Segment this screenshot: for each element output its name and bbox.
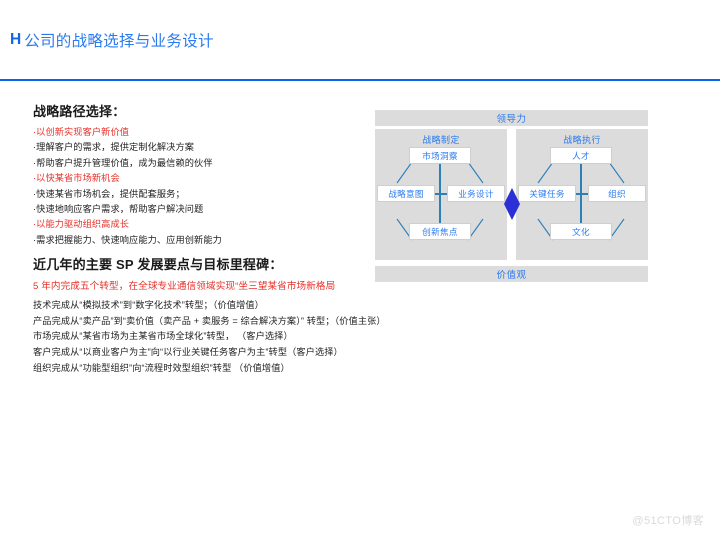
diagram-pane-strategy-development: 战略制定 市场洞察 战略意图 业务设计 创 xyxy=(375,129,507,260)
list-item: ·以能力驱动组织高成长 xyxy=(33,219,130,230)
list-item: 产品完成从“卖产品”到“卖价值（卖产品 + 卖服务 = 综合解决方案）” 转型；… xyxy=(33,315,386,326)
node-talent: 人才 xyxy=(550,147,612,164)
list-item: ·帮助客户提升管理价值，成为最信赖的伙伴 xyxy=(33,157,213,168)
list-item: 市场完成从“某省市场为主某省市场全球化”转型， （客户选择） xyxy=(33,331,293,342)
diamond-connector-icon xyxy=(504,188,520,220)
node-key-tasks: 关键任务 xyxy=(518,185,576,202)
node-culture: 文化 xyxy=(550,223,612,240)
node-market-insight: 市场洞察 xyxy=(409,147,471,164)
list-item: 组织完成从“功能型组织”向“流程时效型组织”转型 （价值增值） xyxy=(33,362,290,373)
page-title: H 公司的战略选择与业务设计 xyxy=(10,26,710,54)
list-item: 技术完成从“模拟技术”到“数字化技术”转型；（价值增值） xyxy=(33,300,264,311)
list-item: ·快速某省市场机会，提供配套服务； xyxy=(33,188,185,199)
node-strategic-intent: 战略意图 xyxy=(377,185,435,202)
diagram-band-leadership: 领导力 xyxy=(375,110,648,126)
highlight-statement: 5 年内完成五个转型，在全球专业通信领域实现“坐三望某省市场新格局 xyxy=(33,281,336,293)
pane-title-strategy-execution: 战略执行 xyxy=(563,135,601,145)
title-initial: H xyxy=(10,31,22,48)
node-business-design: 业务设计 xyxy=(447,185,505,202)
node-innovation-focus: 创新焦点 xyxy=(409,223,471,240)
list-item: ·以创新实现客户新价值 xyxy=(33,127,130,137)
blm-diagram: 领导力 战略制定 市场洞察 战略意图 xyxy=(375,110,648,282)
left-content-column: 战略路径选择： ·以创新实现客户新价值 ·理解客户的需求，提供定制化解决方案 ·… xyxy=(33,104,386,376)
list-item: ·需求把握能力、快速响应能力、应用创新能力 xyxy=(33,234,222,245)
diagram-pane-strategy-execution: 战略执行 人才 关键任务 组织 文化 xyxy=(516,129,648,260)
section-heading-strategy-path: 战略路径选择： xyxy=(33,104,126,119)
list-item: ·快速地响应客户需求，帮助客户解决问题 xyxy=(33,204,204,215)
watermark: @51CTO博客 xyxy=(632,515,704,527)
section-heading-sp-milestones: 近几年的主要 SP 发展要点与目标里程碑： xyxy=(33,257,283,273)
title-text: 公司的战略选择与业务设计 xyxy=(24,33,214,50)
pane-title-strategy-development: 战略制定 xyxy=(422,135,460,145)
title-divider xyxy=(0,79,720,81)
list-item: ·理解客户的需求，提供定制化解决方案 xyxy=(33,142,195,153)
node-organization: 组织 xyxy=(588,185,646,202)
list-item: ·以快某省市场新机会 xyxy=(33,173,120,184)
hex-cluster-right: 人才 关键任务 组织 文化 xyxy=(516,147,648,257)
list-item: 客户完成从“以商业客户为主”向“以行业关键任务客户为主”转型（客户选择） xyxy=(33,347,343,358)
diagram-band-values: 价值观 xyxy=(375,266,648,282)
hex-cluster-left: 市场洞察 战略意图 业务设计 创新焦点 xyxy=(375,147,507,257)
